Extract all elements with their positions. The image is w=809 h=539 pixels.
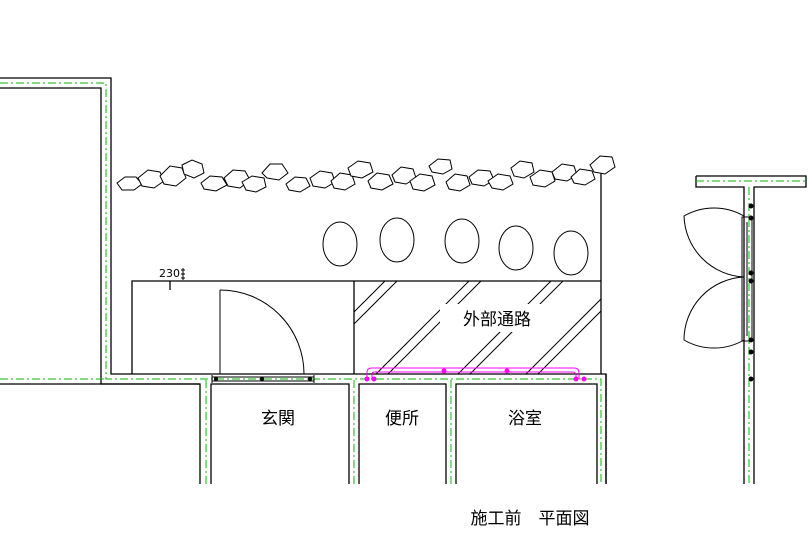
drain-pipe [366, 367, 580, 379]
outdoor-path-label: 外部通路 [463, 310, 531, 330]
stone-wall [116, 155, 616, 193]
walls [0, 77, 807, 484]
right-double-door [683, 207, 753, 349]
garden-ellipses [322, 217, 589, 276]
outdoor-path-label-bg [440, 304, 544, 332]
entrance-label: 玄関 [261, 409, 295, 429]
right-door-hardware [748, 203, 754, 382]
dimension-label: 230 [159, 267, 180, 280]
dimension-mark [181, 268, 185, 280]
bath-label: 浴室 [508, 409, 542, 429]
entrance-door-hardware [214, 377, 312, 381]
wall-center-lines [0, 82, 806, 484]
entrance-door [211, 289, 315, 383]
drain-pipe-joints [364, 368, 587, 382]
toilet-label: 便所 [385, 409, 419, 429]
drawing-caption: 施工前 平面図 [471, 509, 590, 529]
